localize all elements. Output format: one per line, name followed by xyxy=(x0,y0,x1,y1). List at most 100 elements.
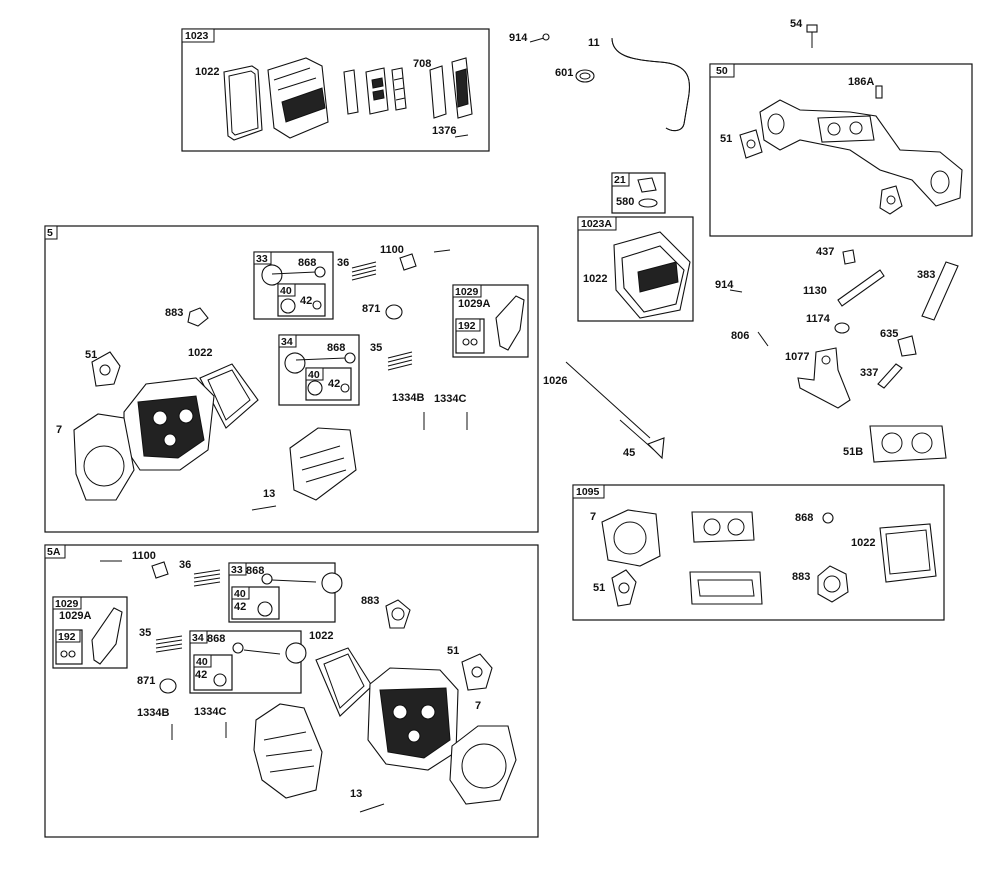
label-51: 51 xyxy=(85,349,97,361)
label-7-5A: 7 xyxy=(475,700,481,712)
label-383: 383 xyxy=(917,269,935,281)
label-1100: 1100 xyxy=(380,244,404,256)
label-42-b-5A: 42 xyxy=(195,669,207,681)
label-1077: 1077 xyxy=(785,351,809,363)
group-40-tag-b-5A: 40 xyxy=(196,656,208,668)
label-51-kit: 51 xyxy=(593,582,605,594)
group-40-tag: 40 xyxy=(280,285,292,297)
label-883-kit: 883 xyxy=(792,571,810,583)
group-33-tag-5A: 33 xyxy=(231,564,243,576)
label-1022-1023A: 1022 xyxy=(583,273,607,285)
group-5-tag: 5 xyxy=(47,227,53,239)
label-45: 45 xyxy=(623,447,635,459)
label-437: 437 xyxy=(816,246,834,258)
top-loose-parts: 914 11 601 54 xyxy=(509,18,818,132)
label-1022-head: 1022 xyxy=(188,347,212,359)
label-708: 708 xyxy=(413,58,431,70)
group-40-tag-5A: 40 xyxy=(234,588,246,600)
label-914-mid: 914 xyxy=(715,279,734,291)
label-1029A: 1029A xyxy=(458,298,490,310)
label-11: 11 xyxy=(588,37,600,49)
group-1023A-frame xyxy=(577,216,694,322)
intake-manifold-part xyxy=(759,99,963,207)
label-42-5A: 42 xyxy=(234,601,246,613)
label-868-b-5A: 868 xyxy=(207,633,225,645)
label-806: 806 xyxy=(731,330,749,342)
label-42: 42 xyxy=(300,295,312,307)
group-33-tag: 33 xyxy=(256,253,268,265)
label-635: 635 xyxy=(880,328,898,340)
group-1029-tag-5A: 1029 xyxy=(55,598,79,610)
label-51-5A: 51 xyxy=(447,645,459,657)
label-1334C-5A: 1334C xyxy=(194,706,226,718)
label-36: 36 xyxy=(337,257,349,269)
group-1095: 1095 7 868 1022 51 883 xyxy=(572,484,945,621)
group-1029-tag: 1029 xyxy=(455,286,479,298)
label-868-5A: 868 xyxy=(246,565,264,577)
label-7-kit: 7 xyxy=(590,511,596,523)
group-50-frame xyxy=(709,63,973,237)
label-1026: 1026 xyxy=(543,375,567,387)
group-5-frame xyxy=(44,225,539,533)
group-21-tag: 21 xyxy=(614,174,626,186)
label-868-kit: 868 xyxy=(795,512,813,524)
group-192-tag-5A: 192 xyxy=(58,631,76,643)
pushrod-valve: 1026 45 xyxy=(543,361,665,460)
label-13-5A: 13 xyxy=(350,788,362,800)
group-5A: 5A 1100 36 33 868 40 42 1029 1029A 192 8… xyxy=(44,544,539,838)
label-868-b: 868 xyxy=(327,342,345,354)
group-50-tag: 50 xyxy=(716,65,728,77)
valve-cover-gasket-part xyxy=(223,65,263,141)
label-580: 580 xyxy=(616,196,634,208)
label-883-5A: 883 xyxy=(361,595,379,607)
label-1174: 1174 xyxy=(806,313,831,325)
air-baffle-5A-part xyxy=(253,703,323,799)
label-868: 868 xyxy=(298,257,316,269)
label-871: 871 xyxy=(362,303,380,315)
label-871-5A: 871 xyxy=(137,675,155,687)
label-1022-kit: 1022 xyxy=(851,537,875,549)
group-50: 50 186A 51 xyxy=(709,63,973,237)
label-1022: 1022 xyxy=(195,66,219,78)
group-1023-tag: 1023 xyxy=(185,30,209,42)
group-1095-tag: 1095 xyxy=(576,486,600,498)
group-192-tag: 192 xyxy=(458,320,476,332)
label-51-manifold: 51 xyxy=(720,133,732,145)
group-40-tag-b: 40 xyxy=(308,369,320,381)
label-1029A-5A: 1029A xyxy=(59,610,91,622)
label-7: 7 xyxy=(56,424,62,436)
right-loose-parts: 437 383 914 1130 1174 806 635 1077 337 5… xyxy=(715,246,959,463)
label-1334C: 1334C xyxy=(434,393,466,405)
label-1022-5A: 1022 xyxy=(309,630,333,642)
label-186A: 186A xyxy=(848,76,874,88)
label-883: 883 xyxy=(165,307,183,319)
label-337: 337 xyxy=(860,367,878,379)
label-51B: 51B xyxy=(843,446,863,458)
label-1100-5A: 1100 xyxy=(132,550,156,562)
label-914-top: 914 xyxy=(509,32,528,44)
group-34-tag-5A: 34 xyxy=(192,632,204,644)
label-42-b: 42 xyxy=(328,378,340,390)
group-1095-frame xyxy=(572,484,945,621)
label-1334B-5A: 1334B xyxy=(137,707,169,719)
label-601: 601 xyxy=(555,67,573,79)
label-1130: 1130 xyxy=(803,285,827,297)
group-5: 5 33 868 40 42 36 1100 883 871 1029 1029… xyxy=(44,225,539,533)
group-21: 21 580 xyxy=(611,172,666,214)
group-1023A: 1023A 1022 xyxy=(577,216,694,322)
group-5A-frame xyxy=(44,544,539,838)
group-34-tag: 34 xyxy=(281,336,293,348)
label-36-5A: 36 xyxy=(179,559,191,571)
label-1334B: 1334B xyxy=(392,392,424,404)
label-54: 54 xyxy=(790,18,803,30)
label-35-5A: 35 xyxy=(139,627,151,639)
group-1023A-tag: 1023A xyxy=(581,218,612,230)
group-21-frame xyxy=(611,172,666,214)
label-35: 35 xyxy=(370,342,382,354)
group-1023: 1023 1022 708 1376 xyxy=(181,28,490,152)
label-13: 13 xyxy=(263,488,275,500)
label-1376: 1376 xyxy=(432,125,456,137)
group-5A-tag: 5A xyxy=(47,546,61,558)
group-1023-frame xyxy=(181,28,490,152)
